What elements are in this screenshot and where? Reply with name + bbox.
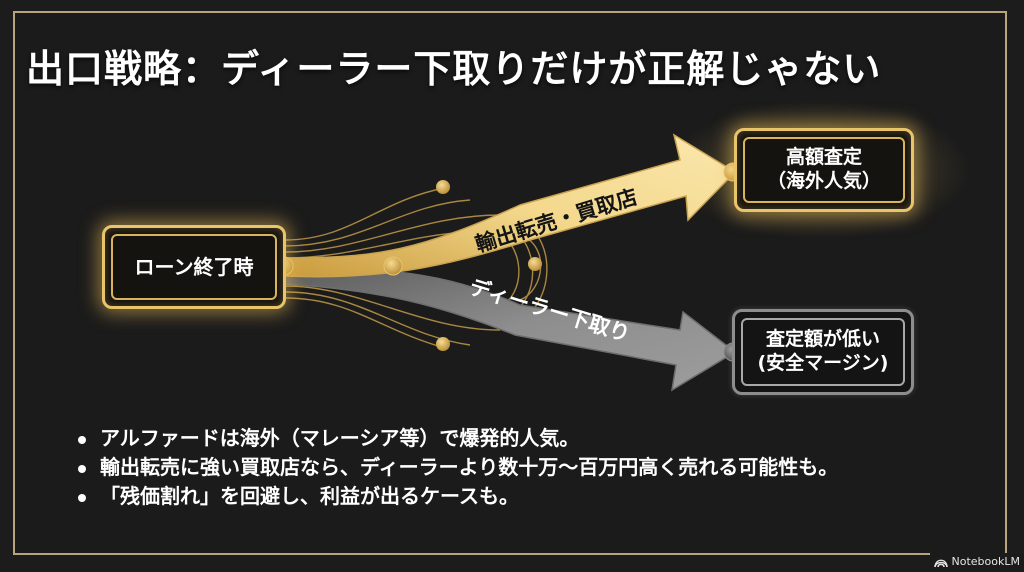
notebooklm-logo-icon [933,559,948,567]
wire-node-dot [436,337,450,351]
high-appraisal-inner-border [743,137,905,203]
low-appraisal-line2: (安全マージン) [757,352,889,374]
bullet-item: 輸出転売に強い買取店なら、ディーラーより数十万〜百万円高く売れる可能性も。 [78,453,838,482]
wire-node-dot [528,257,542,271]
low-appraisal-line1: 査定額が低い [765,328,880,351]
high-appraisal-node: 高額査定 （海外人気） [734,128,914,212]
bullet-item: アルファードは海外（マレーシア等）で爆発的人気。 [78,424,838,453]
bullet-item: 「残価割れ」を回避し、利益が出るケースも。 [78,482,838,511]
branch-connector-dot [383,256,403,276]
high-appraisal-line2: （海外人気） [766,170,881,192]
export-resale-arrow [284,133,737,278]
start-node-label: ローン終了時 [134,254,254,279]
start-node: ローン終了時 [102,225,286,309]
wire-node-dot [436,180,450,194]
high-appraisal-line1: 高額査定 [785,146,862,169]
notebooklm-watermark: NotebookLM [929,553,1024,570]
watermark-label: NotebookLM [951,555,1020,568]
slide-title: 出口戦略：ディーラー下取りだけが正解じゃない [26,47,882,91]
low-appraisal-inner-border [741,318,905,386]
start-node-inner-border [111,234,277,300]
low-appraisal-node: 査定額が低い (安全マージン) [732,309,914,395]
bullet-list: アルファードは海外（マレーシア等）で爆発的人気。 輸出転売に強い買取店なら、ディ… [78,424,838,511]
